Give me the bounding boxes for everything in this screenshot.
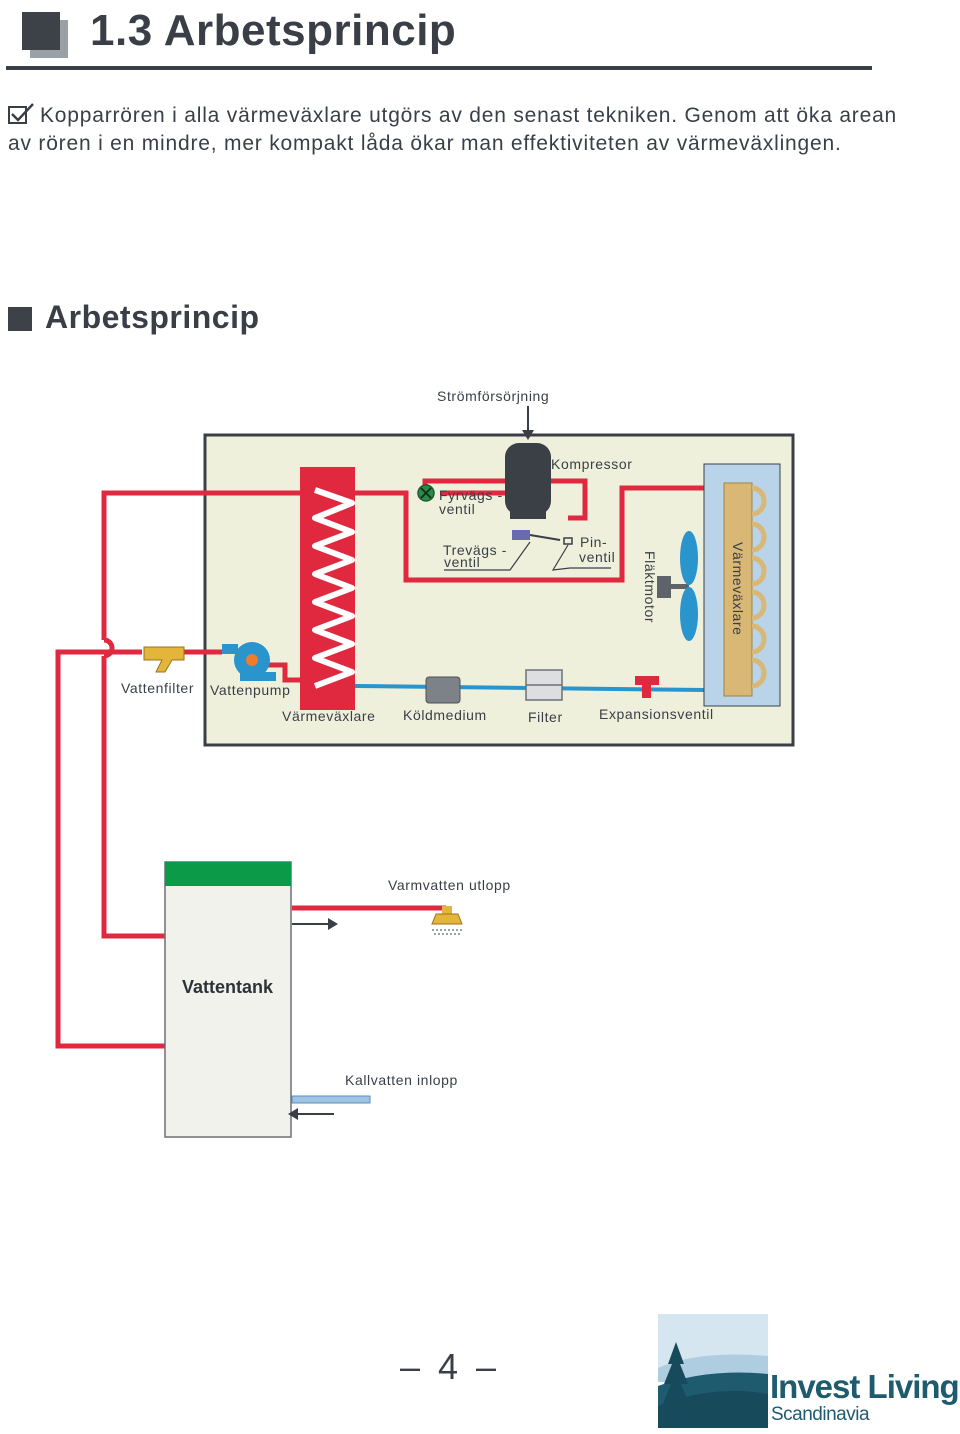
power-label: Strömförsörjning	[437, 388, 549, 404]
checkbox-icon	[8, 103, 34, 124]
fan-blade-bottom-icon	[680, 587, 698, 641]
filter-label: Filter	[528, 709, 563, 725]
heat-exchanger-label: Värmeväxlare	[282, 708, 376, 724]
pin-valve-label-1: Pin-	[580, 534, 607, 550]
outdoor-exchanger-label: Värmeväxlare	[730, 542, 746, 636]
water-filter-icon	[143, 646, 185, 673]
logo-mountain-icon	[658, 1314, 770, 1428]
pin-valve-label-2: ventil	[579, 549, 615, 565]
page-number: – 4 –	[400, 1346, 501, 1387]
water-tank-label: Vattentank	[182, 977, 274, 997]
heading-divider	[6, 66, 872, 70]
refrigerant-icon	[425, 676, 461, 704]
shower-head-icon	[431, 906, 463, 935]
page-title: 1.3 Arbetsprincip	[90, 6, 457, 55]
four-way-valve-label-2: ventil	[439, 501, 475, 517]
water-pump-label: Vattenpump	[210, 682, 290, 698]
water-tank	[164, 861, 292, 1138]
water-tank-cap	[165, 862, 291, 886]
three-way-valve-label-2: ventil	[444, 554, 480, 570]
logo-text-invest-living: Invest Living	[770, 1368, 960, 1405]
expansion-valve-icon	[635, 676, 659, 685]
fan-blade-top-icon	[680, 531, 698, 585]
outlet-arrow-icon	[328, 918, 338, 930]
logo	[658, 1314, 958, 1428]
fan-motor	[657, 576, 671, 598]
refrigerant-label: Köldmedium	[403, 707, 487, 723]
heat-exchanger-coil	[312, 487, 355, 689]
inlet-arrow-icon	[288, 1108, 298, 1120]
intro-paragraph: Kopparrören i alla värmeväxlare utgörs a…	[8, 102, 908, 158]
intro-text: Kopparrören i alla värmeväxlare utgörs a…	[8, 104, 898, 155]
outdoor-exchanger-coils	[751, 485, 767, 689]
compressor-label: Kompressor	[551, 456, 632, 472]
three-way-valve-label-1: Trevägs -	[443, 542, 507, 558]
three-way-valve-icon	[512, 530, 530, 540]
hot-water-outlet-label: Varmvatten utlopp	[388, 877, 511, 893]
logo-text-scandinavia: Scandinavia	[771, 1404, 870, 1425]
water-filter-label: Vattenfilter	[121, 680, 194, 696]
power-arrow-icon	[522, 430, 534, 440]
four-way-valve-label-1: Fyrvägs -	[439, 487, 503, 503]
expansion-valve-label: Expansionsventil	[599, 706, 714, 722]
section-title: Arbetsprincip	[45, 299, 260, 335]
compressor	[505, 443, 551, 515]
fan-motor-label: Fläktmotor	[642, 551, 658, 623]
cold-water-inlet-label: Kallvatten inlopp	[345, 1072, 458, 1088]
outdoor-exchanger-core	[723, 482, 753, 697]
cold-water-pipe	[291, 1095, 371, 1104]
hot-pipes	[55, 478, 706, 1049]
heading-square-icon	[22, 12, 60, 50]
section-square-icon	[8, 307, 32, 331]
